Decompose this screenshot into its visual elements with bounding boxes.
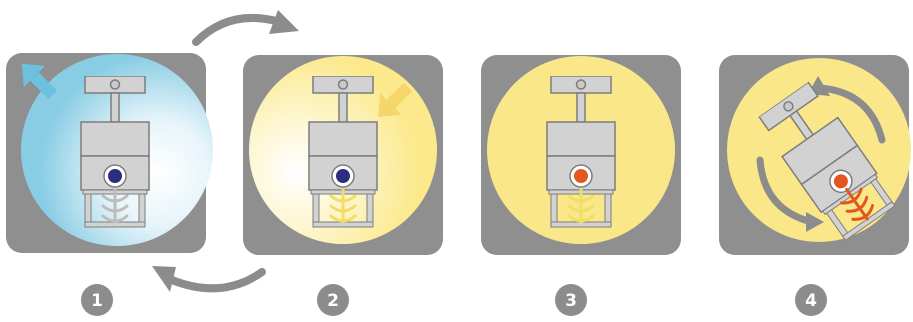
top-curved-arrow-icon bbox=[192, 13, 284, 46]
mold-filling-icon bbox=[567, 188, 595, 224]
step-number-1: 1 bbox=[91, 291, 103, 311]
bottom-curved-arrow-head-icon bbox=[152, 266, 176, 292]
mold-cold-icon bbox=[101, 188, 129, 224]
step-1-panel bbox=[6, 53, 213, 253]
arrow-in-icon bbox=[378, 82, 413, 117]
step-badge-4: 4 bbox=[795, 284, 827, 316]
bottom-curved-arrow-icon bbox=[168, 268, 266, 293]
step-badge-1: 1 bbox=[81, 284, 113, 316]
step-number-4: 4 bbox=[805, 291, 817, 311]
step-number-2: 2 bbox=[327, 291, 339, 311]
rotated-machine bbox=[754, 79, 899, 244]
step-badge-3: 3 bbox=[555, 284, 587, 316]
arrow-out-icon bbox=[21, 63, 58, 100]
mold-warm-icon bbox=[329, 188, 357, 224]
step-2-panel bbox=[243, 55, 443, 255]
rotate-arrow-bottom-icon bbox=[756, 156, 816, 226]
step-4-panel bbox=[719, 55, 911, 255]
rotate-arrow-top-icon bbox=[816, 84, 886, 144]
step-3-panel bbox=[481, 55, 681, 255]
step-badge-2: 2 bbox=[317, 284, 349, 316]
mold-filled-icon bbox=[839, 187, 875, 221]
step-number-3: 3 bbox=[565, 291, 577, 311]
top-curved-arrow-head-icon bbox=[269, 10, 299, 34]
